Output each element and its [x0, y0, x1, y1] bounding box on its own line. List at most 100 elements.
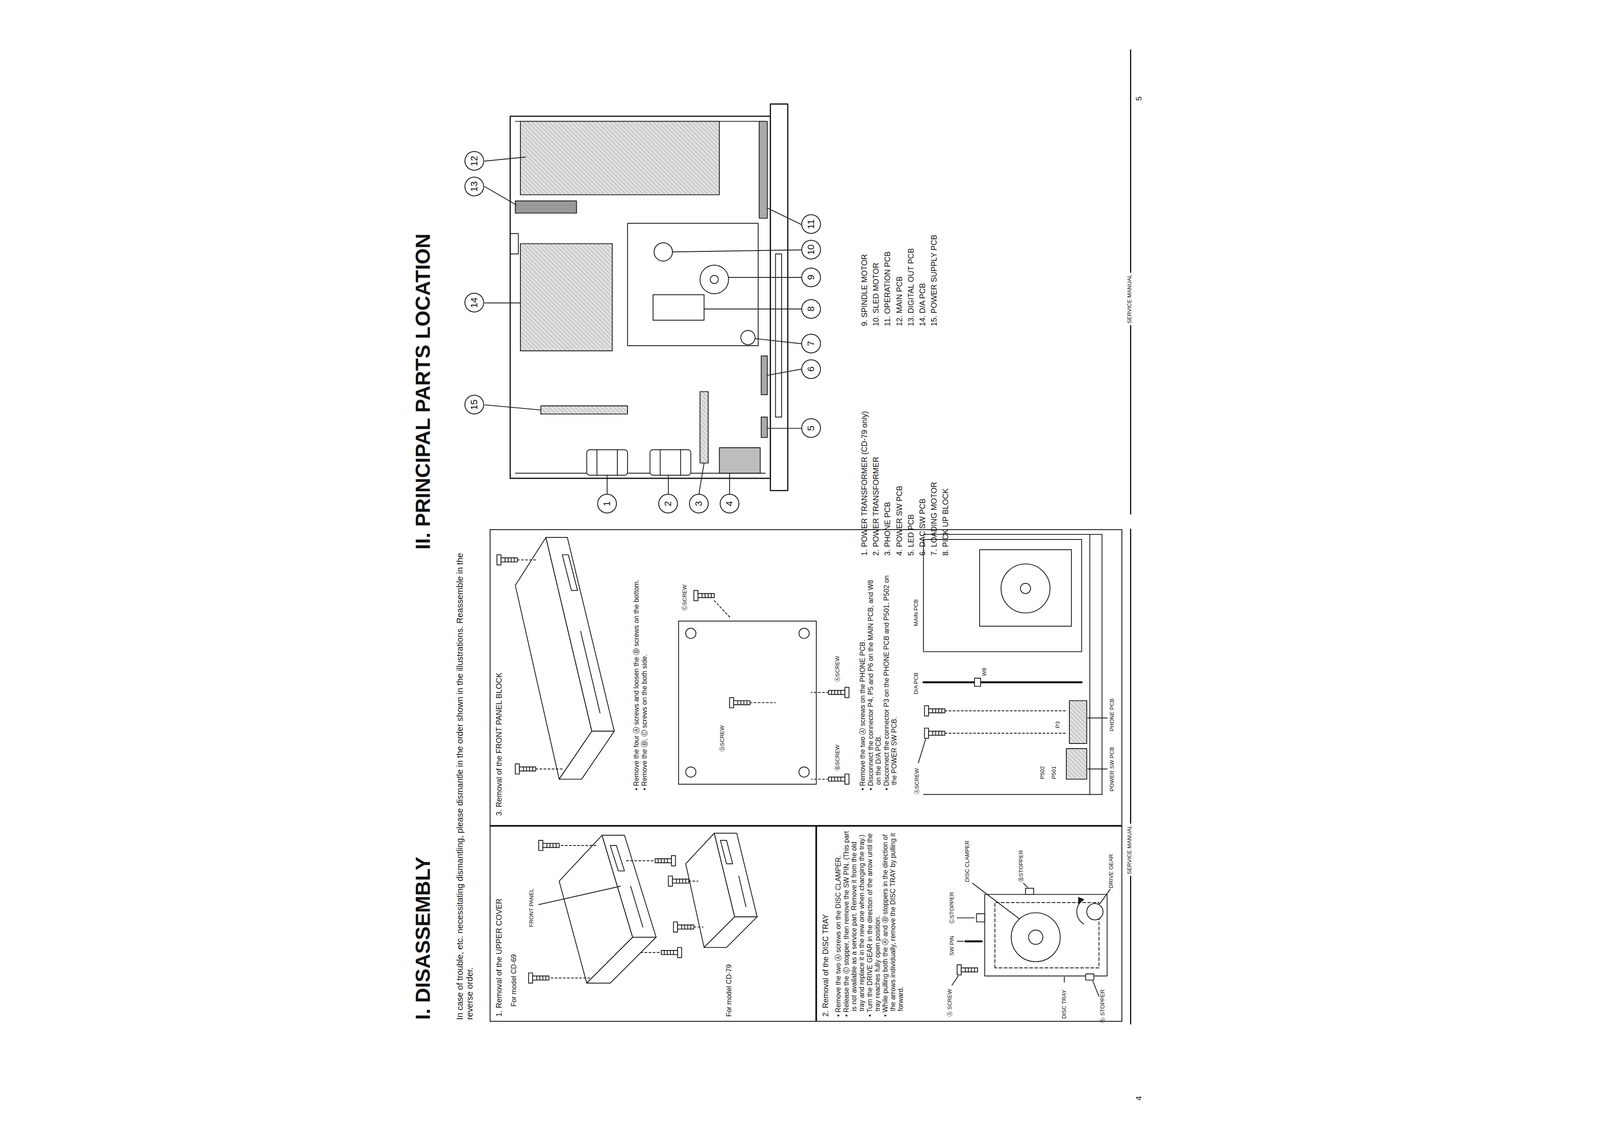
parts-list-item: 1. POWER TRANSFORMER (CD-79 only)	[860, 411, 870, 556]
step-text: • Release the Ⓒ stopper, then remove the…	[842, 830, 866, 1017]
disc-tray-figure	[951, 883, 1110, 997]
drawing-part	[770, 104, 789, 491]
callout-number: 10	[806, 244, 816, 255]
parts-list-item: 8. PICK UP BLOCK	[941, 488, 951, 556]
part-label: SW PIN	[948, 936, 956, 956]
callout-circle: 11	[801, 214, 821, 234]
drawing-part	[918, 718, 1107, 769]
drawing-part	[729, 697, 751, 708]
text-group: • Remove the four Ⓐ screws and loosen th…	[632, 571, 649, 791]
connector-name: P502	[1039, 766, 1046, 780]
drawing-part	[586, 449, 628, 476]
footer-text: SERVICE MANUAL	[1126, 272, 1133, 326]
drawing-part	[545, 537, 615, 732]
drawing-part	[1020, 583, 1031, 594]
drawing-part	[655, 855, 676, 867]
parts-list-item: 4. POWER SW PCB	[895, 485, 905, 556]
drawing-part	[580, 631, 600, 713]
step-heading: 1. Removal of the UPPER COVER	[494, 830, 504, 1017]
drawing-part	[957, 965, 978, 976]
drawing-part	[976, 913, 985, 923]
text-group: 1. Removal of the UPPER COVER	[494, 830, 504, 1017]
callout-circle: 13	[464, 176, 485, 197]
drawing-part	[559, 731, 615, 780]
drawing-part	[761, 417, 768, 438]
callout-number: 15	[469, 399, 479, 410]
part-label: PHONE PCB	[1109, 698, 1116, 732]
text-group: • Remove the two Ⓐ screws on the DISC CL…	[834, 830, 906, 1017]
part-label: ⒸSCREW	[681, 584, 689, 611]
drawing-part	[924, 706, 946, 717]
drawing-part	[974, 678, 981, 687]
drawing-part	[586, 937, 657, 984]
drawing-part	[693, 590, 715, 602]
drawing-part	[562, 554, 578, 591]
part-label: ⒶSCREW	[834, 656, 841, 683]
drawing-part	[596, 449, 618, 476]
callout-circle: 10	[801, 239, 821, 260]
drawing-part	[738, 876, 747, 908]
part-label: ⒸSTOPPER	[948, 892, 956, 925]
callout-circle: 9	[801, 267, 821, 288]
step-text: • While pulling both the Ⓐ and Ⓑ stopper…	[881, 830, 905, 1017]
callout-number: 3	[694, 501, 704, 507]
step-panel: 3. Removal of the FRONT PANEL BLOCK • Rem…	[489, 529, 1123, 827]
drawing-part	[944, 711, 1068, 734]
drawing-part	[700, 265, 729, 294]
drawing-part	[538, 886, 621, 906]
parts-list-item: 5. LED PCB	[906, 514, 916, 556]
drawing-part	[979, 549, 1072, 627]
drawing-part	[515, 121, 766, 473]
drawing-part	[923, 681, 1082, 684]
step-text: • Disconnect the connector P4, P5 and P6…	[867, 571, 883, 791]
text-group: For model CD-69	[510, 884, 518, 1008]
drawing-part	[520, 243, 613, 351]
drawing-part	[703, 916, 757, 948]
drawing-part	[1025, 888, 1034, 895]
connector-name: W8	[981, 668, 988, 677]
drawing-part	[965, 940, 982, 943]
drawing-part	[951, 883, 1110, 997]
drawing-part	[923, 534, 1090, 795]
part-label: ⒷSCREW	[834, 744, 841, 771]
drawing-part	[661, 947, 682, 958]
drawing-part	[673, 922, 695, 933]
step-text: • Remove the Ⓑ, Ⓒ screws on the both sid…	[640, 571, 649, 791]
drawing-part	[510, 116, 771, 479]
drawing-part	[1085, 974, 1094, 981]
part-label: ⒶSCREW	[913, 768, 921, 795]
step-text: • Remove the four Ⓐ screws and loosen th…	[632, 571, 641, 791]
drawing-part	[1069, 700, 1087, 744]
drawing-part	[515, 201, 577, 214]
drawing-part	[1076, 899, 1084, 925]
drawing-part	[719, 447, 761, 474]
text-group: • Remove the two Ⓐ screws on the PHONE P…	[858, 571, 899, 791]
callout-circle: 14	[464, 292, 485, 313]
text-group: For model CD-79	[725, 953, 733, 1017]
callout-number: 13	[469, 181, 479, 192]
drawing-part	[517, 560, 564, 770]
drawing-part	[1001, 563, 1051, 614]
part-label: DISC TRAY	[1061, 989, 1068, 1019]
parts-list-item: 11. OPERATION PCB	[883, 251, 893, 327]
parts-list-item: 13. DIGITAL OUT PCB	[906, 248, 916, 327]
intro-text: In case of trouble, etc. necessitating d…	[455, 529, 475, 1021]
drawing-part	[720, 840, 733, 865]
drawing-part	[1086, 903, 1104, 920]
drawing-part	[520, 121, 720, 195]
step-heading: 3. Removal of the FRONT PANEL BLOCK	[494, 540, 504, 816]
chassis-figure	[484, 104, 801, 494]
callout-number: 14	[469, 297, 479, 308]
drawing-part	[761, 356, 768, 395]
drawing-part	[710, 275, 719, 284]
footer-text: SERVICE MANUAL	[1126, 823, 1133, 877]
step-text: • Disconnect the connector P3 on the PHO…	[882, 571, 899, 791]
drawing-part	[1089, 534, 1103, 795]
drawing-part	[538, 840, 560, 851]
drawing-part	[1028, 930, 1043, 945]
drawing-part	[828, 687, 850, 698]
part-label: Ⓐ SCREW	[946, 989, 954, 1017]
drawing-part	[924, 728, 946, 739]
